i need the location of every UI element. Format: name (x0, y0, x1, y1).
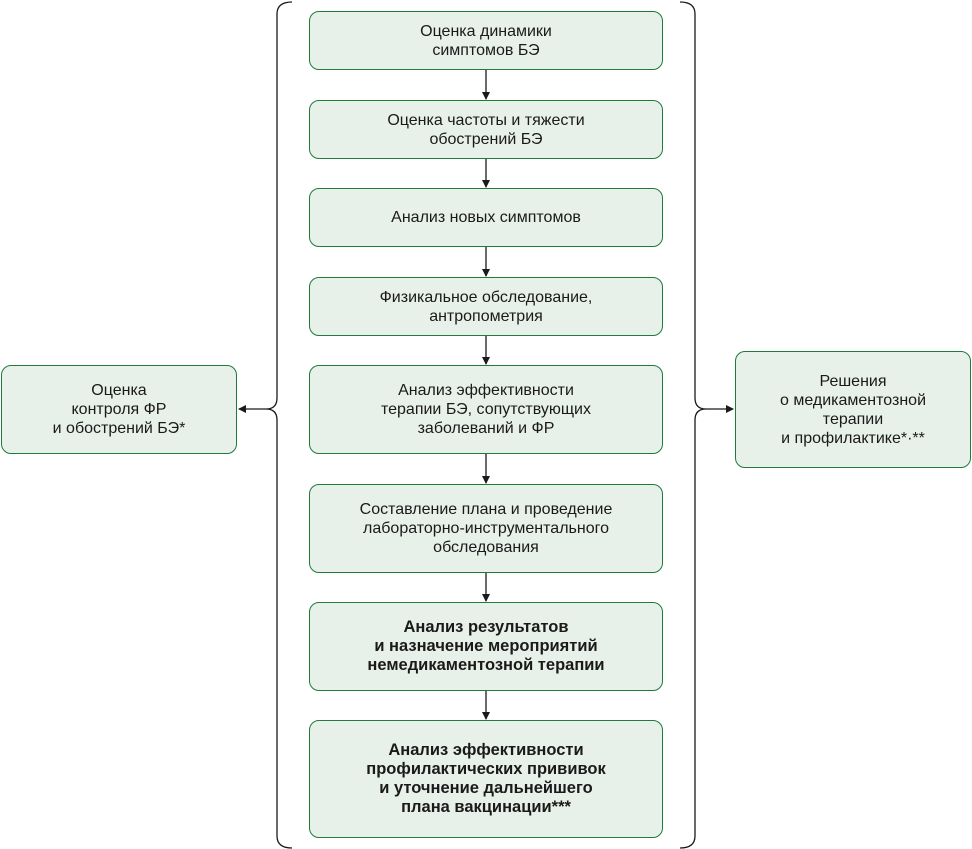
left-brace (265, 1, 293, 849)
left-outcome-control-assessment: Оценка контроля ФР и обострений БЭ* (1, 365, 237, 454)
right-outcome-therapy-decisions: Решения о медикаментозной терапии и проф… (735, 351, 971, 468)
step-therapy-effectiveness: Анализ эффективности терапии БЭ, сопутст… (309, 365, 663, 454)
step-lab-instrumental-plan: Составление плана и проведение лаборатор… (309, 484, 663, 573)
step-results-nondrug-therapy: Анализ результатов и назначение мероприя… (309, 602, 663, 691)
step-dynamics-of-symptoms: Оценка динамики симптомов БЭ (309, 11, 663, 70)
step-vaccination-analysis: Анализ эффективности профилактических пр… (309, 720, 663, 838)
right-brace (679, 1, 707, 849)
step-physical-exam: Физикальное обследование, антропометрия (309, 277, 663, 336)
step-exacerbation-frequency: Оценка частоты и тяжести обострений БЭ (309, 100, 663, 159)
step-new-symptoms: Анализ новых симптомов (309, 188, 663, 247)
